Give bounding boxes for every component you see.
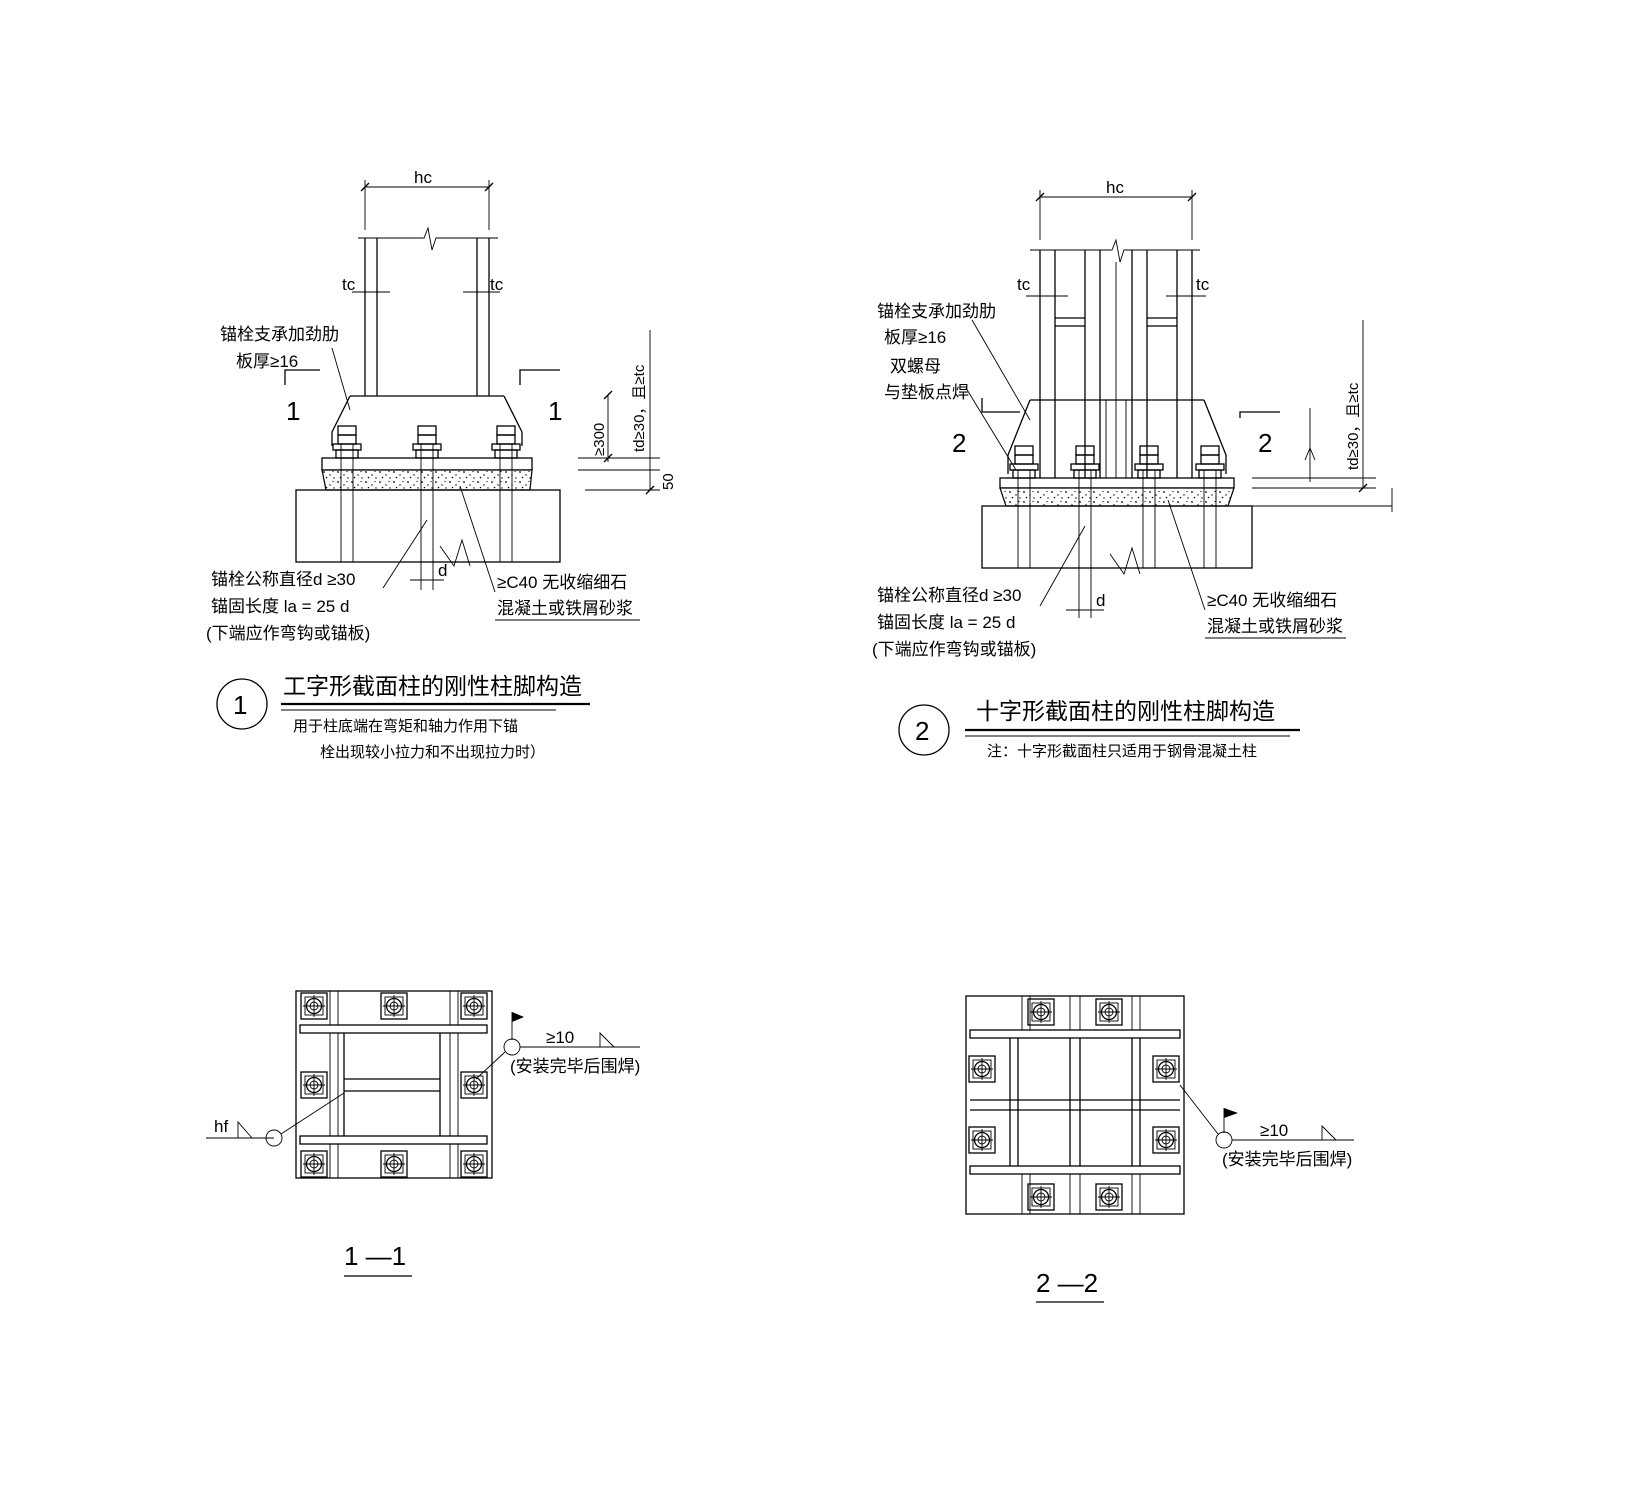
cut-2-right: 2 xyxy=(1258,428,1272,458)
bolt-text-2b: 锚固长度 la = 25 d xyxy=(877,613,1015,632)
weld-size-label-1: ≥10 xyxy=(546,1028,574,1047)
bolt-text-2c: (下端应作弯钩或锚板) xyxy=(872,640,1036,659)
dim-d-label: d xyxy=(438,561,447,580)
tc-right-label-2: tc xyxy=(1196,275,1210,294)
section-2-label: 2 —2 xyxy=(1036,1268,1098,1298)
stiffener-text-2a: 锚栓支承加劲肋 xyxy=(877,302,996,321)
weld-hf-label: hf xyxy=(214,1117,228,1136)
tc-right-label: tc xyxy=(490,275,504,294)
detail-1-title: 工字形截面柱的刚性柱脚构造 xyxy=(283,673,582,699)
detail-1-note-1: 用于柱底端在弯矩和轴力作用下锚 xyxy=(293,718,518,735)
cut-2-left: 2 xyxy=(952,428,966,458)
stiffener-text-2b: 板厚≥16 xyxy=(884,328,946,347)
dim-hc-label-2: hc xyxy=(1106,178,1124,197)
dim-hc-label: hc xyxy=(414,168,432,187)
grout-text-1: ≥C40 无收缩细石 xyxy=(497,573,627,592)
dim-50-label: 50 xyxy=(660,473,677,490)
dim-td-label-2: td≥30，且≥tc xyxy=(1345,382,1362,470)
detail-1-elevation: hc tc tc 1 xyxy=(206,168,677,761)
tc-left-label: tc xyxy=(342,275,356,294)
bolt-text-3: (下端应作弯钩或锚板) xyxy=(206,624,370,643)
nut-text-1: 双螺母 xyxy=(890,357,941,376)
dim-td-label: td≥30，且≥tc xyxy=(631,364,648,452)
dim-d-label-2: d xyxy=(1096,591,1105,610)
bolt-text-2: 锚固长度 la = 25 d xyxy=(211,597,349,616)
grout-text-2b: 混凝土或铁屑砂浆 xyxy=(1207,617,1343,636)
dim-300-label: ≥300 xyxy=(591,423,608,456)
stiffener-text-2: 板厚≥16 xyxy=(236,352,298,371)
detail-2-title: 十字形截面柱的刚性柱脚构造 xyxy=(976,698,1275,724)
section-1-1-plan: hf ≥10 (安装完毕后围焊) 1 —1 xyxy=(206,990,640,1277)
weld-note-2: (安装完毕后围焊) xyxy=(1222,1150,1352,1169)
detail-2-elevation: hc tc tc xyxy=(872,178,1393,760)
tc-left-label-2: tc xyxy=(1017,275,1031,294)
bolt-text-1: 锚栓公称直径d ≥30 xyxy=(211,570,355,589)
grout-text-2a: ≥C40 无收缩细石 xyxy=(1207,591,1337,610)
detail-1-number: 1 xyxy=(233,690,247,720)
cut-1-left: 1 xyxy=(286,396,300,426)
nut-text-2: 与垫板点焊 xyxy=(884,383,969,402)
stiffener-text-1: 锚栓支承加劲肋 xyxy=(220,325,339,344)
grout-text-2: 混凝土或铁屑砂浆 xyxy=(497,599,633,618)
weld-note-1: (安装完毕后围焊) xyxy=(510,1057,640,1076)
detail-1-note-2: 栓出现较小拉力和不出现拉力时） xyxy=(320,743,545,761)
weld-size-label-2: ≥10 xyxy=(1260,1121,1288,1140)
section-1-label: 1 —1 xyxy=(344,1241,406,1271)
bolt-text-2a: 锚栓公称直径d ≥30 xyxy=(877,586,1021,605)
section-2-2-plan: ≥10 (安装完毕后围焊) 2 —2 xyxy=(965,995,1354,1303)
cut-1-right: 1 xyxy=(548,396,562,426)
detail-2-number: 2 xyxy=(915,716,929,746)
detail-2-note: 注：十字形截面柱只适用于钢骨混凝土柱 xyxy=(987,743,1257,760)
